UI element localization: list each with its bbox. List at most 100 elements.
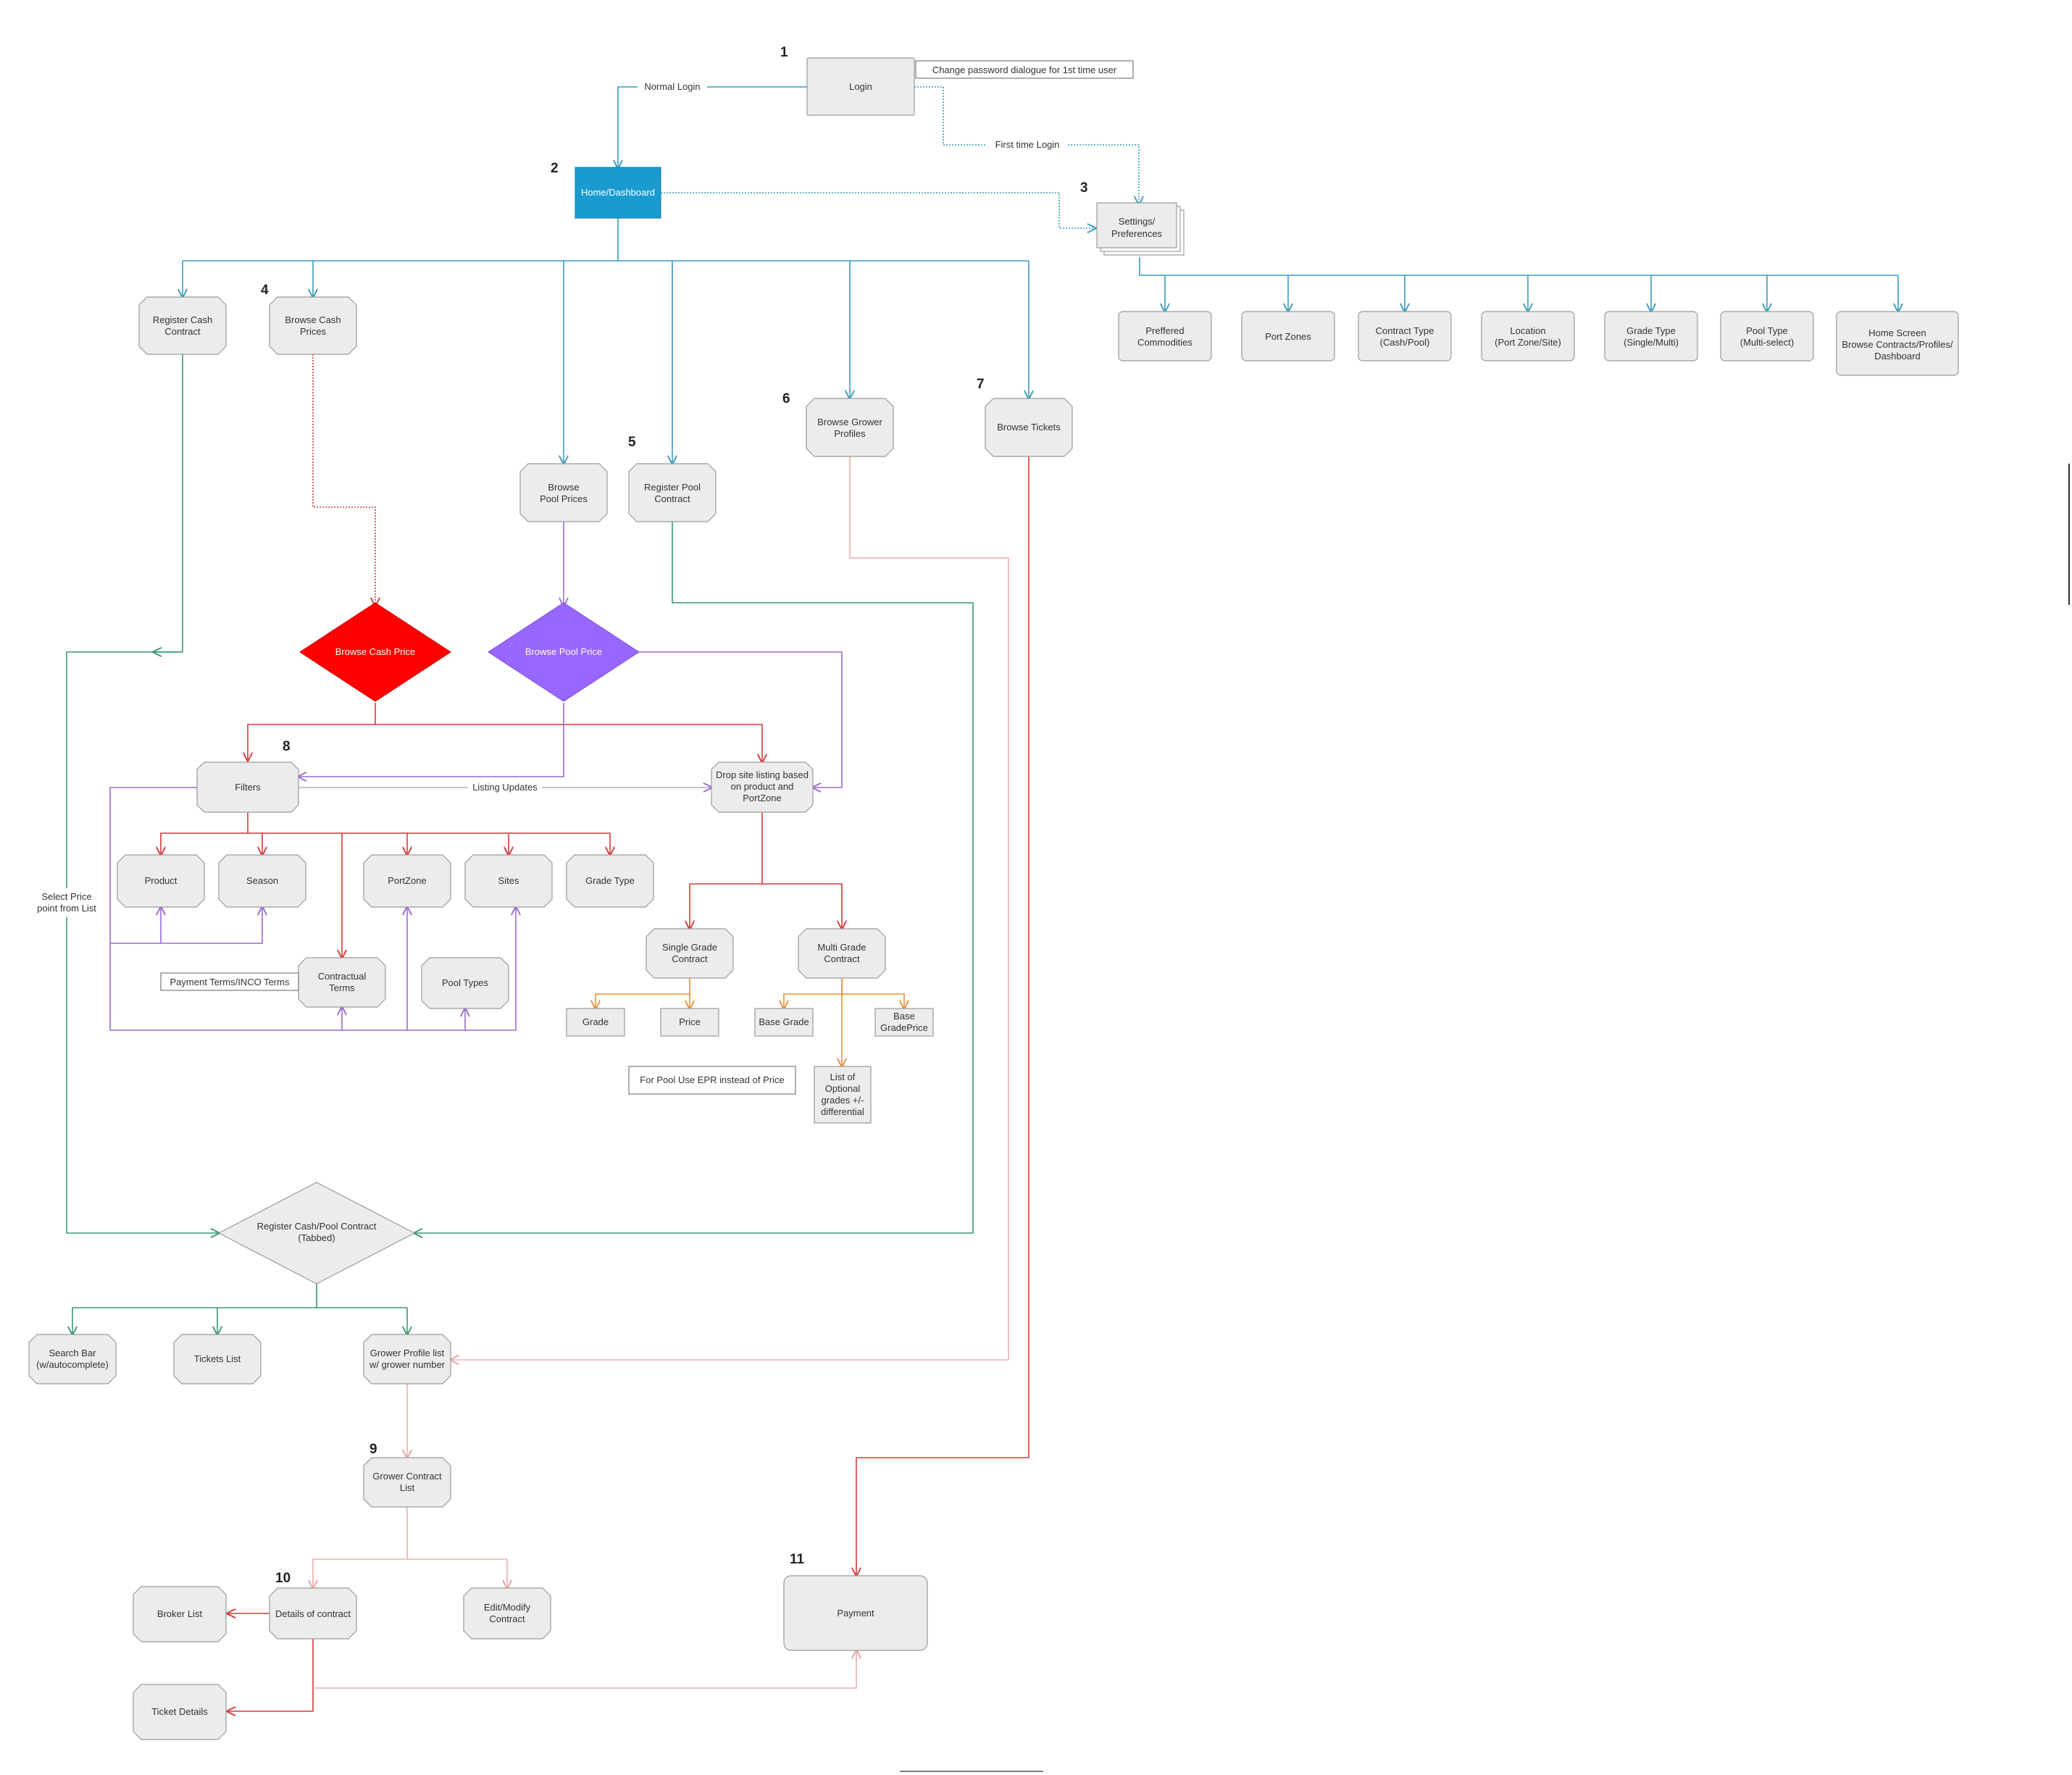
edge-cash-diamond-split bbox=[248, 703, 376, 761]
node-register-cash-pool-contract[interactable]: Register Cash/Pool Contract (Tabbed) bbox=[217, 1182, 416, 1285]
svg-text:Grade Type: Grade Type bbox=[1626, 325, 1676, 336]
step-number-2: 2 bbox=[551, 161, 559, 176]
node-settings[interactable]: Settings/ Preferences bbox=[1096, 202, 1185, 256]
node-base-grade[interactable]: Base Grade bbox=[754, 1008, 814, 1037]
node-grower-contract-list[interactable]: Grower Contract List bbox=[363, 1457, 451, 1508]
edge-home-settings bbox=[661, 192, 1095, 228]
svg-text:Terms: Terms bbox=[329, 982, 355, 993]
label-select-price-2: point from List bbox=[37, 903, 96, 914]
svg-text:GradePrice: GradePrice bbox=[880, 1022, 928, 1033]
node-login[interactable]: Login bbox=[806, 57, 915, 116]
svg-text:on product and: on product and bbox=[731, 781, 794, 792]
node-register-pool-contract[interactable]: Register Pool Contract bbox=[628, 463, 717, 522]
edge-labels: Normal Login First time Login Listing Up… bbox=[32, 78, 1068, 917]
node-home-screen[interactable]: Home Screen Browse Contracts/Profiles/ D… bbox=[1836, 311, 1959, 376]
svg-text:Sites: Sites bbox=[498, 875, 519, 886]
edge-filters-children bbox=[161, 812, 248, 855]
svg-text:Grade Type: Grade Type bbox=[585, 875, 635, 886]
svg-text:Change password dialogue for 1: Change password dialogue for 1st time us… bbox=[932, 64, 1117, 75]
node-payment[interactable]: Payment bbox=[783, 1575, 928, 1651]
node-grade-type[interactable]: Grade Type bbox=[566, 854, 654, 908]
svg-text:Filters: Filters bbox=[235, 782, 261, 793]
node-pool-type[interactable]: Pool Type (Multi-select) bbox=[1720, 311, 1814, 362]
node-contractual-terms[interactable]: Contractual Terms bbox=[298, 957, 386, 1008]
node-drop-site-listing[interactable]: Drop site listing based on product and P… bbox=[711, 761, 814, 813]
step-number-9: 9 bbox=[369, 1442, 377, 1457]
note-change-password: Change password dialogue for 1st time us… bbox=[915, 60, 1134, 79]
node-portzone[interactable]: PortZone bbox=[363, 854, 451, 908]
step-number-7: 7 bbox=[977, 377, 985, 392]
edge-single-grade-children bbox=[596, 978, 690, 1008]
node-season[interactable]: Season bbox=[218, 854, 306, 908]
step-number-4: 4 bbox=[261, 283, 269, 298]
node-base-grade-price[interactable]: Base GradePrice bbox=[874, 1008, 934, 1037]
node-multi-grade-contract[interactable]: Multi Grade Contract bbox=[798, 928, 886, 979]
svg-text:Drop site listing based: Drop site listing based bbox=[716, 769, 809, 780]
svg-text:Search Bar: Search Bar bbox=[49, 1348, 96, 1358]
node-tickets-list[interactable]: Tickets List bbox=[173, 1334, 262, 1384]
svg-text:Season: Season bbox=[246, 875, 278, 886]
edge-register-cash-down bbox=[154, 354, 183, 652]
svg-text:Details of contract: Details of contract bbox=[275, 1608, 351, 1619]
node-sites[interactable]: Sites bbox=[464, 854, 553, 908]
node-browse-grower-profiles[interactable]: Browse Grower Profiles bbox=[806, 398, 894, 457]
node-browse-cash-prices[interactable]: Browse Cash Prices bbox=[269, 296, 357, 355]
svg-text:Contract Type: Contract Type bbox=[1376, 325, 1434, 336]
node-home-dashboard[interactable]: Home/Dashboard bbox=[575, 167, 661, 219]
svg-text:Browse Grower: Browse Grower bbox=[817, 417, 882, 427]
node-location[interactable]: Location (Port Zone/Site) bbox=[1481, 311, 1575, 362]
svg-text:Price: Price bbox=[679, 1016, 701, 1027]
node-register-cash-contract[interactable]: Register Cash Contract bbox=[138, 296, 227, 355]
svg-text:List: List bbox=[400, 1482, 415, 1493]
svg-text:Prices: Prices bbox=[300, 326, 327, 337]
edge-pool-diamond-filters bbox=[298, 703, 564, 777]
node-login-label: Login bbox=[849, 81, 872, 92]
svg-text:Product: Product bbox=[145, 875, 177, 886]
step-number-10: 10 bbox=[275, 1571, 291, 1586]
node-single-grade-contract[interactable]: Single Grade Contract bbox=[646, 928, 734, 979]
node-filters[interactable]: Filters bbox=[196, 761, 299, 813]
node-product[interactable]: Product bbox=[117, 854, 205, 908]
svg-text:Payment Terms/INCO Terms: Payment Terms/INCO Terms bbox=[170, 977, 290, 987]
node-pool-types[interactable]: Pool Types bbox=[421, 957, 509, 1009]
svg-text:Ticket Details: Ticket Details bbox=[151, 1706, 208, 1717]
svg-text:Browse Pool Price: Browse Pool Price bbox=[525, 646, 602, 657]
svg-text:Tickets List: Tickets List bbox=[194, 1353, 241, 1364]
node-details-of-contract[interactable]: Details of contract bbox=[269, 1587, 357, 1640]
node-edit-modify-contract[interactable]: Edit/Modify Contract bbox=[463, 1587, 551, 1640]
edge-normal-login bbox=[618, 86, 807, 168]
svg-text:Settings/: Settings/ bbox=[1119, 216, 1156, 227]
node-grower-profile-list[interactable]: Grower Profile list w/ grower number bbox=[363, 1334, 451, 1384]
node-browse-pool-price[interactable]: Browse Pool Price bbox=[488, 602, 640, 702]
node-price[interactable]: Price bbox=[660, 1008, 719, 1037]
edge-multi-grade-children bbox=[784, 978, 843, 1008]
edge-cash-prices-diamond bbox=[312, 354, 375, 606]
svg-text:Preffered: Preffered bbox=[1145, 325, 1184, 336]
node-browse-cash-price[interactable]: Browse Cash Price bbox=[299, 602, 451, 702]
node-broker-list[interactable]: Broker List bbox=[133, 1586, 227, 1642]
svg-text:PortZone: PortZone bbox=[743, 793, 781, 803]
svg-text:Optional: Optional bbox=[825, 1083, 861, 1094]
edge-settings-children bbox=[1139, 257, 1898, 276]
edge-contract-list-children bbox=[313, 1507, 408, 1588]
svg-text:Contract: Contract bbox=[654, 493, 690, 504]
edge-grower-profiles-list bbox=[451, 456, 1009, 1360]
node-contract-type[interactable]: Contract Type (Cash/Pool) bbox=[1358, 311, 1452, 362]
node-grade-type-setting[interactable]: Grade Type (Single/Multi) bbox=[1604, 311, 1698, 362]
svg-text:Contract: Contract bbox=[164, 326, 201, 337]
node-browse-tickets[interactable]: Browse Tickets bbox=[985, 398, 1073, 457]
node-port-zones[interactable]: Port Zones bbox=[1241, 311, 1335, 362]
node-ticket-details[interactable]: Ticket Details bbox=[133, 1684, 227, 1740]
step-numbers: 1 2 3 4 5 6 7 8 9 10 11 bbox=[261, 45, 1088, 1586]
node-grade[interactable]: Grade bbox=[566, 1008, 625, 1037]
node-optional-grades[interactable]: List of Optional grades +/- differential bbox=[814, 1066, 872, 1124]
node-browse-pool-prices[interactable]: Browse Pool Prices bbox=[519, 463, 608, 522]
node-preferred-commodities[interactable]: Preffered Commodities bbox=[1118, 311, 1212, 362]
svg-text:Pool Prices: Pool Prices bbox=[540, 493, 588, 504]
step-number-8: 8 bbox=[283, 739, 291, 754]
svg-text:List of: List of bbox=[830, 1072, 856, 1082]
step-number-3: 3 bbox=[1080, 180, 1088, 196]
svg-text:Browse Tickets: Browse Tickets bbox=[997, 422, 1061, 433]
step-number-1: 1 bbox=[780, 45, 788, 60]
node-search-bar[interactable]: Search Bar (w/autocomplete) bbox=[28, 1334, 117, 1384]
